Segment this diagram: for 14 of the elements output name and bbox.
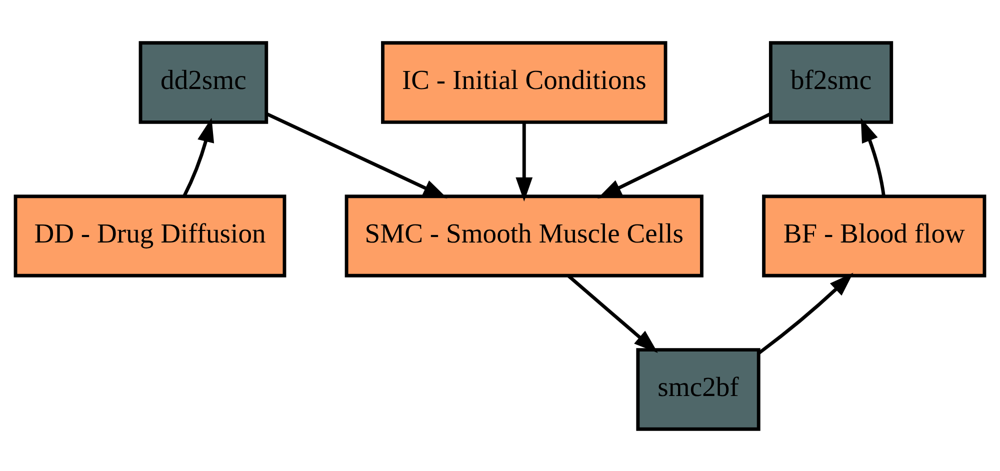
node-box: dd2smc [138, 40, 268, 124]
node-box: IC - Initial Conditions [381, 40, 668, 124]
node-box: DD - Drug Diffusion [14, 194, 286, 277]
arrow [182, 117, 214, 197]
node-box: SMC - Smooth Muscle Cells [344, 194, 704, 277]
arrow [516, 122, 533, 202]
arrow [266, 112, 448, 198]
node-box: bf2smc [768, 40, 894, 124]
arrow [758, 272, 854, 354]
arrow [567, 274, 658, 352]
arrow [597, 112, 772, 198]
node-box: smc2bf [636, 348, 760, 430]
node-box: BF - Blood flow [762, 194, 986, 277]
arrow [860, 118, 886, 196]
